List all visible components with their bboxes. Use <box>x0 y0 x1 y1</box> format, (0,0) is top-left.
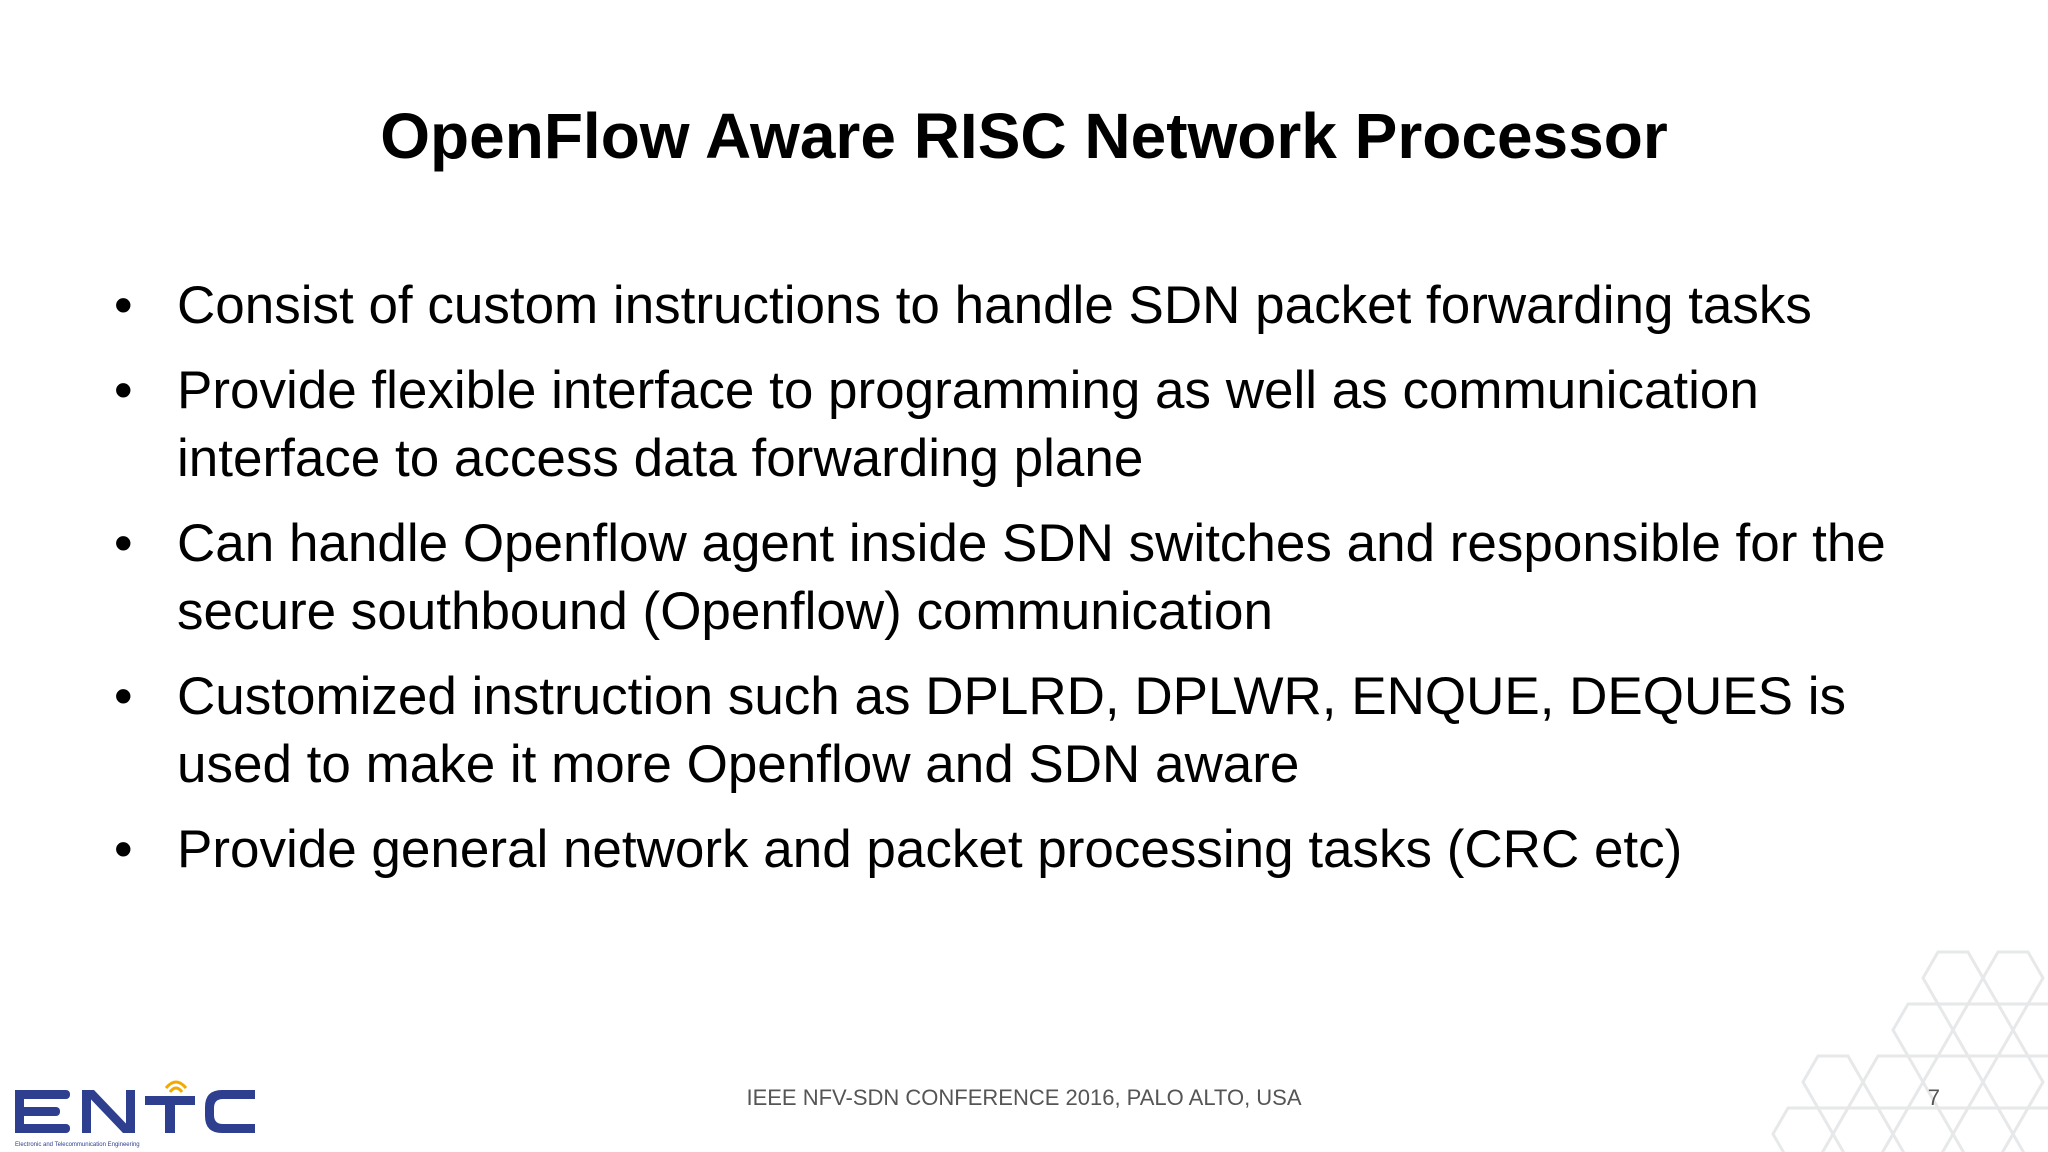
bullet-text: Can handle Openflow agent inside SDN swi… <box>177 514 1886 641</box>
slide-title: OpenFlow Aware RISC Network Processor <box>380 100 1668 172</box>
hexagon-pattern-icon <box>1771 950 2048 1152</box>
bullet-text: Provide general network and packet proce… <box>177 820 1683 879</box>
bullet-dot-icon: • <box>114 276 133 335</box>
footer-text: IEEE NFV-SDN CONFERENCE 2016, PALO ALTO,… <box>746 1085 1302 1110</box>
bullet-text: Consist of custom instructions to handle… <box>177 276 1812 335</box>
bullet-item: • Provide flexible interface to programm… <box>112 357 1962 493</box>
bullet-dot-icon: • <box>114 820 133 879</box>
entc-logo: Electronic and Telecommunication Enginee… <box>15 1080 255 1148</box>
bullet-item: • Can handle Openflow agent inside SDN s… <box>112 510 1962 646</box>
bullet-text: Customized instruction such as DPLRD, DP… <box>177 667 1846 794</box>
bullet-list: • Consist of custom instructions to hand… <box>112 272 1962 901</box>
bullet-item: • Consist of custom instructions to hand… <box>112 272 1962 340</box>
bullet-text: Provide flexible interface to programmin… <box>177 361 1759 488</box>
bullet-dot-icon: • <box>114 667 133 726</box>
bullet-dot-icon: • <box>114 361 133 420</box>
bullet-item: • Customized instruction such as DPLRD, … <box>112 663 1962 799</box>
bullet-item: • Provide general network and packet pro… <box>112 816 1962 884</box>
logo-subtitle: Electronic and Telecommunication Enginee… <box>15 1142 140 1148</box>
bullet-dot-icon: • <box>114 514 133 573</box>
page-number: 7 <box>1927 1085 1940 1110</box>
